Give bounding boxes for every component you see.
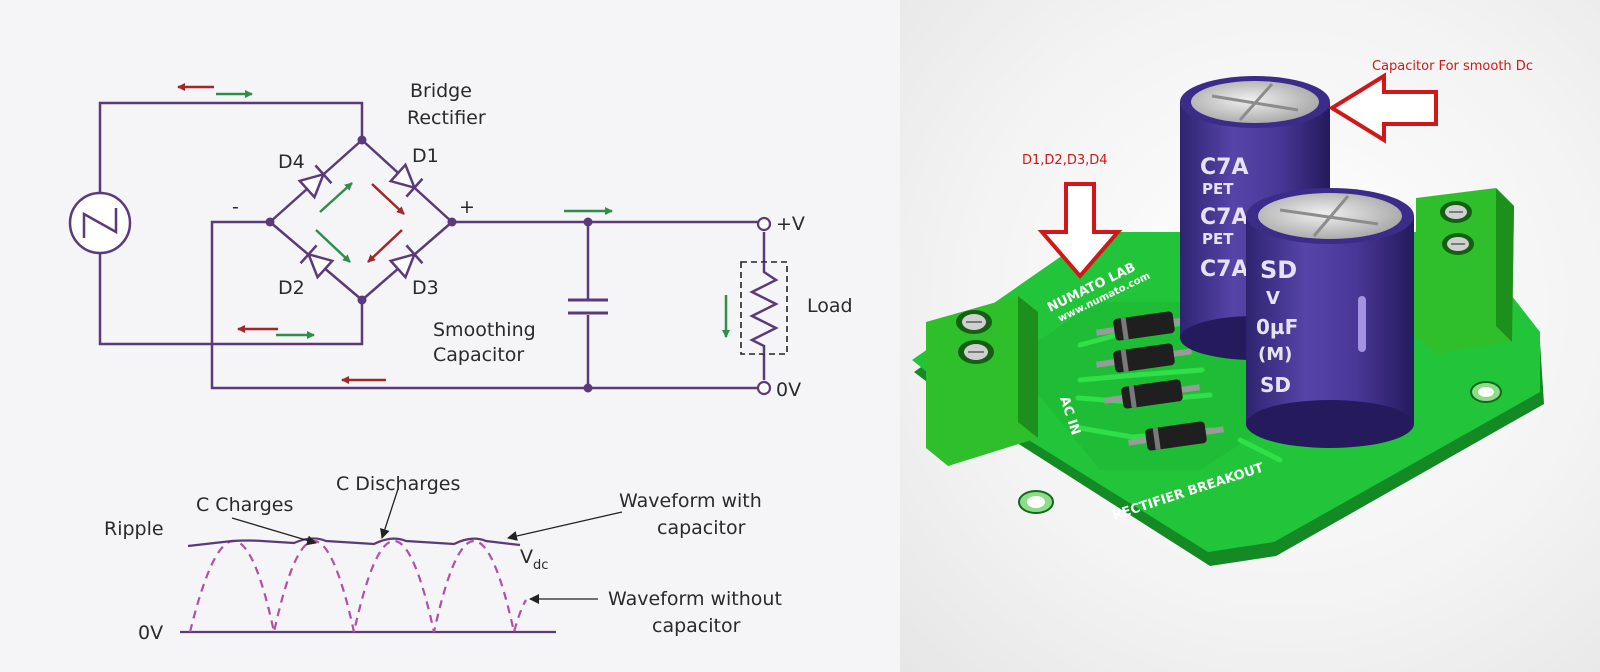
vdc-main: V	[520, 546, 533, 568]
diode-2	[1096, 343, 1192, 373]
waveform-plot	[180, 488, 623, 634]
cap1-line-4: PET	[1202, 230, 1234, 248]
without-cap-line1: Waveform without	[608, 588, 782, 610]
current-flow-arrows	[177, 83, 730, 384]
cap2-line-1: SD	[1260, 256, 1297, 284]
capacitor-2-markings: SD V 0µF (M) SD	[1256, 256, 1298, 397]
terminal-zero-v	[756, 380, 772, 396]
capacitor-2	[1246, 188, 1414, 448]
diode-d3-symbol	[388, 244, 424, 280]
cap1-line-1: C7A	[1200, 155, 1248, 180]
diode-label-d3: D3	[412, 277, 439, 299]
diode-1	[1096, 311, 1192, 341]
ac-source	[68, 191, 132, 255]
minus-sign: -	[232, 196, 239, 218]
diode-label-d4: D4	[278, 151, 305, 173]
waveform-zero-v-label: 0V	[138, 622, 163, 644]
diode-d1-symbol	[388, 162, 424, 198]
diode-3	[1104, 379, 1200, 409]
vdc-sub: dc	[533, 558, 548, 573]
bridge-title-line2: Rectifier	[407, 107, 486, 129]
cap1-line-3: C7A	[1200, 205, 1248, 230]
load-resistor	[740, 261, 788, 355]
diodes-d1-d4	[1096, 311, 1224, 451]
plus-sign: +	[459, 196, 475, 218]
diode-4	[1128, 421, 1224, 451]
circuit-diagram: Bridge Rectifier D4 D1 D2 D3 - + +V 0V L…	[68, 80, 853, 644]
circuit-diagram-panel: Bridge Rectifier D4 D1 D2 D3 - + +V 0V L…	[0, 0, 900, 672]
with-cap-line1: Waveform with	[619, 490, 762, 512]
terminal-plus-v	[756, 216, 772, 232]
cap2-line-2: V	[1266, 288, 1280, 309]
junction-dots	[265, 135, 593, 393]
annotation-diodes-text: D1,D2,D3,D4	[1022, 153, 1108, 168]
cap2-line-5: SD	[1260, 373, 1291, 397]
annotation-capacitor-arrow	[1328, 72, 1438, 144]
cap1-line-2: PET	[1202, 180, 1234, 198]
c-charges-label: C Charges	[196, 494, 293, 516]
dc-output-terminal-block	[1416, 188, 1514, 354]
photo-panel: NUMATO LAB www.numato.com AC IN RECTIFIE…	[900, 0, 1600, 672]
cap2-line-4: (M)	[1258, 344, 1292, 365]
cap-label-line1: Smoothing	[433, 319, 536, 341]
with-cap-line2: capacitor	[657, 517, 746, 539]
ripple-label: Ripple	[104, 518, 164, 540]
rectifier-board-photo: NUMATO LAB www.numato.com AC IN RECTIFIE…	[912, 59, 1544, 566]
load-label: Load	[807, 295, 853, 317]
mounting-holes	[1018, 381, 1502, 514]
plus-v-label: +V	[776, 213, 805, 235]
diode-d4-symbol	[297, 164, 333, 200]
cap-label-line2: Capacitor	[433, 344, 524, 366]
smoothing-capacitor-symbol	[568, 298, 608, 315]
bridge-title-line1: Bridge	[410, 80, 472, 102]
capacitor-1-markings: C7A PET C7A PET C7A	[1200, 155, 1248, 282]
diode-label-d2: D2	[278, 277, 305, 299]
annotation-diodes-arrow	[1037, 182, 1123, 280]
cap2-line-3: 0µF	[1256, 315, 1298, 339]
cap1-line-5: C7A	[1200, 257, 1248, 282]
vdc-label: Vdc	[520, 546, 548, 573]
annotation-capacitor-text: Capacitor For smooth Dc	[1372, 59, 1533, 74]
diode-label-d1: D1	[412, 145, 439, 167]
c-discharges-label: C Discharges	[336, 473, 460, 495]
without-cap-line2: capacitor	[652, 615, 741, 637]
diode-d2-symbol	[299, 244, 335, 280]
zero-v-label: 0V	[776, 379, 801, 401]
ac-input-terminal-block	[926, 296, 1038, 466]
